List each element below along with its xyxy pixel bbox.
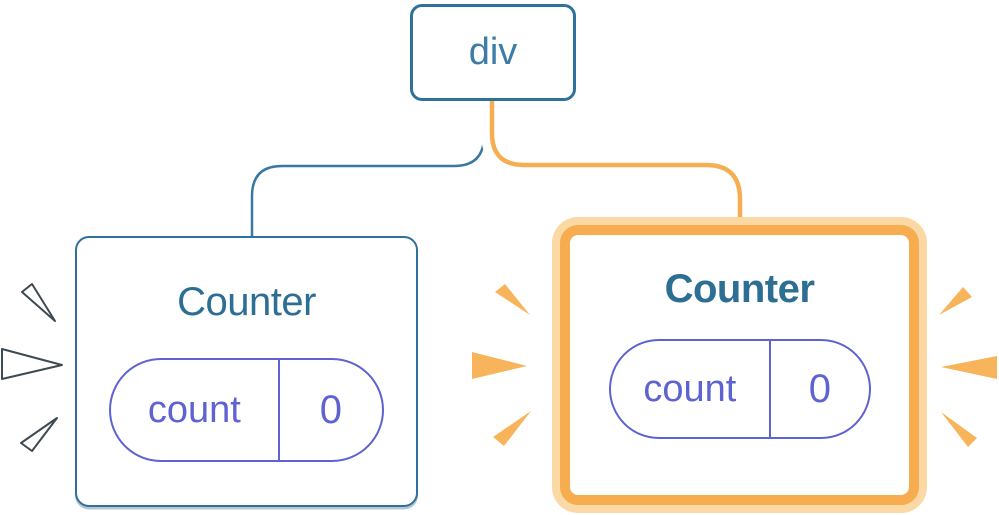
tree-node-label: div	[468, 31, 518, 73]
burst-icon	[941, 356, 997, 379]
state-pill: count 0	[608, 339, 871, 439]
burst-icon	[1, 348, 63, 380]
burst-group-middle	[472, 284, 531, 446]
burst-group-right	[939, 287, 997, 447]
burst-icon	[493, 411, 531, 446]
state-key: count	[111, 360, 280, 460]
burst-icon	[20, 417, 58, 452]
card-title: Counter	[664, 267, 815, 311]
connector-right-line	[489, 99, 743, 228]
burst-icon	[495, 284, 530, 315]
burst-icon	[21, 283, 56, 322]
state-value: 0	[808, 366, 831, 411]
burst-group-left	[1, 283, 63, 452]
tree-node-div: div	[410, 4, 576, 101]
connector-left-line	[250, 100, 486, 238]
burst-icon	[939, 287, 972, 315]
state-value: 0	[319, 387, 343, 432]
connector-right-casing	[481, 99, 751, 226]
state-pill: count 0	[109, 358, 384, 462]
burst-icon	[472, 352, 527, 379]
burst-icon	[941, 412, 977, 447]
card-title: Counter	[177, 280, 316, 324]
state-key: count	[611, 341, 772, 437]
counter-card-left: Counter count 0	[75, 236, 418, 507]
counter-card-right-highlighted: Counter count 0	[560, 225, 919, 505]
